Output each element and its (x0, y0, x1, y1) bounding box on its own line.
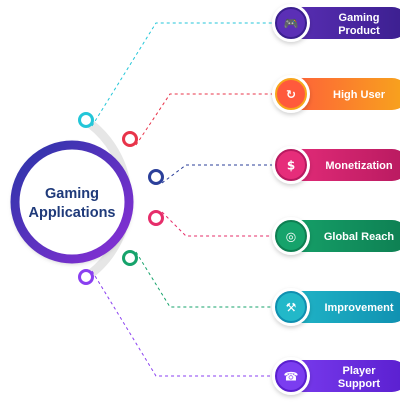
feature-label-line1: Player (342, 365, 376, 377)
money-icon: $ (287, 159, 295, 173)
feature-pill (280, 7, 400, 39)
feature-label-line1: Gaming (339, 12, 380, 24)
feature-label: Monetization (325, 160, 392, 172)
feature-pill (280, 149, 400, 181)
connector-line (135, 93, 273, 146)
feature-item: ↻ High User (272, 75, 400, 113)
arc-dot (78, 269, 94, 285)
connector-line (135, 251, 273, 308)
feature-label: Global Reach (324, 231, 395, 243)
feature-item: ◎ Global Reach (272, 217, 400, 255)
globe-icon (275, 220, 307, 252)
feature-label-line2: Support (338, 378, 380, 390)
connector-line (161, 164, 273, 184)
gamepad-icon (275, 7, 307, 39)
tools-icon (275, 291, 307, 323)
center-title-line2: Applications (28, 205, 115, 221)
money-icon (275, 149, 307, 181)
feature-label: High User (333, 89, 386, 101)
connector-line (91, 270, 273, 377)
feature-pill (280, 78, 400, 110)
arc-dot (78, 112, 94, 128)
connectors (91, 22, 273, 377)
feature-pill (280, 220, 400, 252)
feature-item: ⚒ Improvement (272, 288, 400, 326)
feature-label: Improvement (324, 302, 393, 314)
connector-line (91, 22, 273, 127)
support-icon (275, 360, 307, 392)
refresh-icon: ↻ (286, 88, 296, 102)
feature-label-line2: Product (338, 25, 380, 37)
gamepad-icon: 🎮 (284, 17, 299, 31)
arc-dot (122, 131, 138, 147)
arc-dot (122, 250, 138, 266)
center-title-line1: Gaming (45, 186, 99, 202)
globe-icon: ◎ (286, 230, 296, 244)
arc-dot (148, 210, 164, 226)
arc-dots (78, 112, 164, 285)
feature-item: $ Monetization (272, 146, 400, 184)
feature-pill (280, 291, 400, 323)
connector-line (161, 211, 273, 237)
support-icon: ☎ (284, 370, 299, 384)
center-hub: Gaming Applications (10, 140, 134, 264)
arc-dot (148, 169, 164, 185)
feature-pill (280, 360, 400, 392)
tools-icon: ⚒ (286, 301, 297, 315)
refresh-icon (275, 78, 307, 110)
